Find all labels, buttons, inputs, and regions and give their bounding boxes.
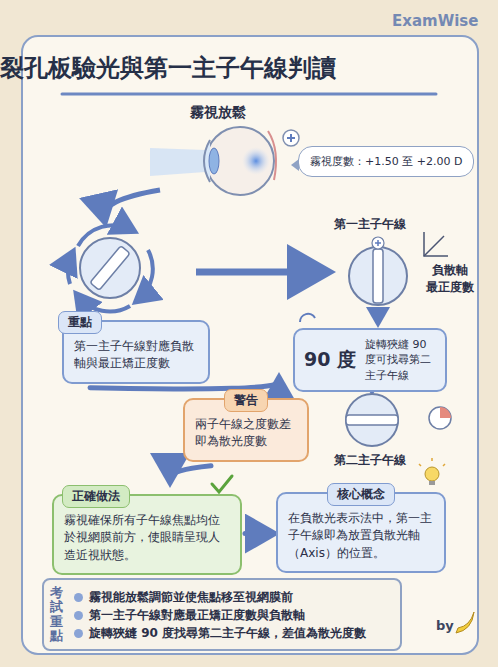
summary-line: 第一主子午線對應最正矯正度數與負散軸 — [73, 606, 366, 624]
summary-band: 考試重點霧視能放鬆調節並使焦點移至視網膜前第一主子午線對應最正矯正度數與負散軸旋… — [42, 578, 402, 651]
callout-box: 正確做法霧視確保所有子午線焦點均位於視網膜前方，使眼睛呈現人造近視狀態。 — [52, 494, 242, 575]
label-text: 負散軸 最正度數 — [420, 262, 480, 296]
summary-line: 旋轉狹縫 90 度找尋第二主子午線，差值為散光度數 — [73, 624, 366, 642]
callout-box: 重點第一主子午線對應負散軸與最正矯正度數 — [62, 320, 210, 384]
bulb-icon — [419, 458, 445, 485]
callout-box: 核心概念在負散光表示法中，第一主子午線即為放置負散光軸（Axis）的位置。 — [276, 492, 446, 573]
box-heading: 正確做法 — [62, 485, 130, 508]
callout-box: 警告兩子午線之度數差即為散光度數 — [183, 398, 309, 462]
body-text: 在負散光表示法中，第一主子午線即為放置負散光軸（Axis）的位置。 — [288, 510, 434, 562]
label-text: 霧視放鬆 — [190, 104, 246, 122]
flow-connector — [245, 531, 270, 536]
box-heading: 核心概念 — [327, 483, 395, 506]
title-rule — [62, 93, 436, 96]
first-meridian-disc — [349, 237, 407, 305]
title: 裂孔板驗光與第一主子午線判讀 — [0, 54, 336, 82]
speech-bubble: 霧視度數：+1.50 至 +2.00 D — [298, 146, 474, 177]
summary-line: 霧視能放鬆調節並使焦點移至視網膜前 — [73, 588, 366, 606]
flow-arrow — [104, 190, 160, 218]
box-heading: 重點 — [58, 311, 102, 334]
check-icon — [212, 476, 232, 492]
flow-connector — [170, 466, 211, 478]
label-text: by — [436, 618, 454, 633]
body-text: 旋轉狹縫 90 度可找尋第二主子午線 — [365, 337, 436, 383]
banana-icon — [456, 612, 474, 633]
label-text: 第二主子午線 — [334, 452, 406, 469]
panel — [22, 36, 478, 654]
eye-figure — [150, 127, 299, 195]
body-text: 第一主子午線對應負散軸與最正矯正度數 — [74, 338, 198, 373]
second-meridian-disc — [346, 394, 398, 446]
pie-icon — [429, 407, 451, 429]
angle-value: 90 度 — [304, 347, 356, 373]
label-text: 第一主子午線 — [334, 216, 406, 233]
flow-arrow — [377, 308, 380, 322]
bubble-text: 霧視度數：+1.50 至 +2.00 D — [310, 155, 462, 168]
slit-disc-rotating — [68, 225, 153, 311]
body-text: 霧視確保所有子午線焦點均位於視網膜前方，使眼睛呈現人造近視狀態。 — [64, 512, 230, 564]
box-heading: 警告 — [224, 389, 268, 412]
flow-arrow — [196, 269, 322, 276]
label-text: ExamWise — [392, 12, 478, 30]
axis-icon — [424, 232, 448, 256]
body-text: 兩子午線之度數差即為散光度數 — [195, 416, 297, 451]
info-box: 90 度旋轉狹縫 90 度可找尋第二主子午線 — [293, 328, 447, 392]
summary-lines: 霧視能放鬆調節並使焦點移至視網膜前第一主子午線對應最正矯正度數與負散軸旋轉狹縫 … — [73, 588, 366, 642]
vertical-heading: 考試重點 — [50, 586, 63, 643]
